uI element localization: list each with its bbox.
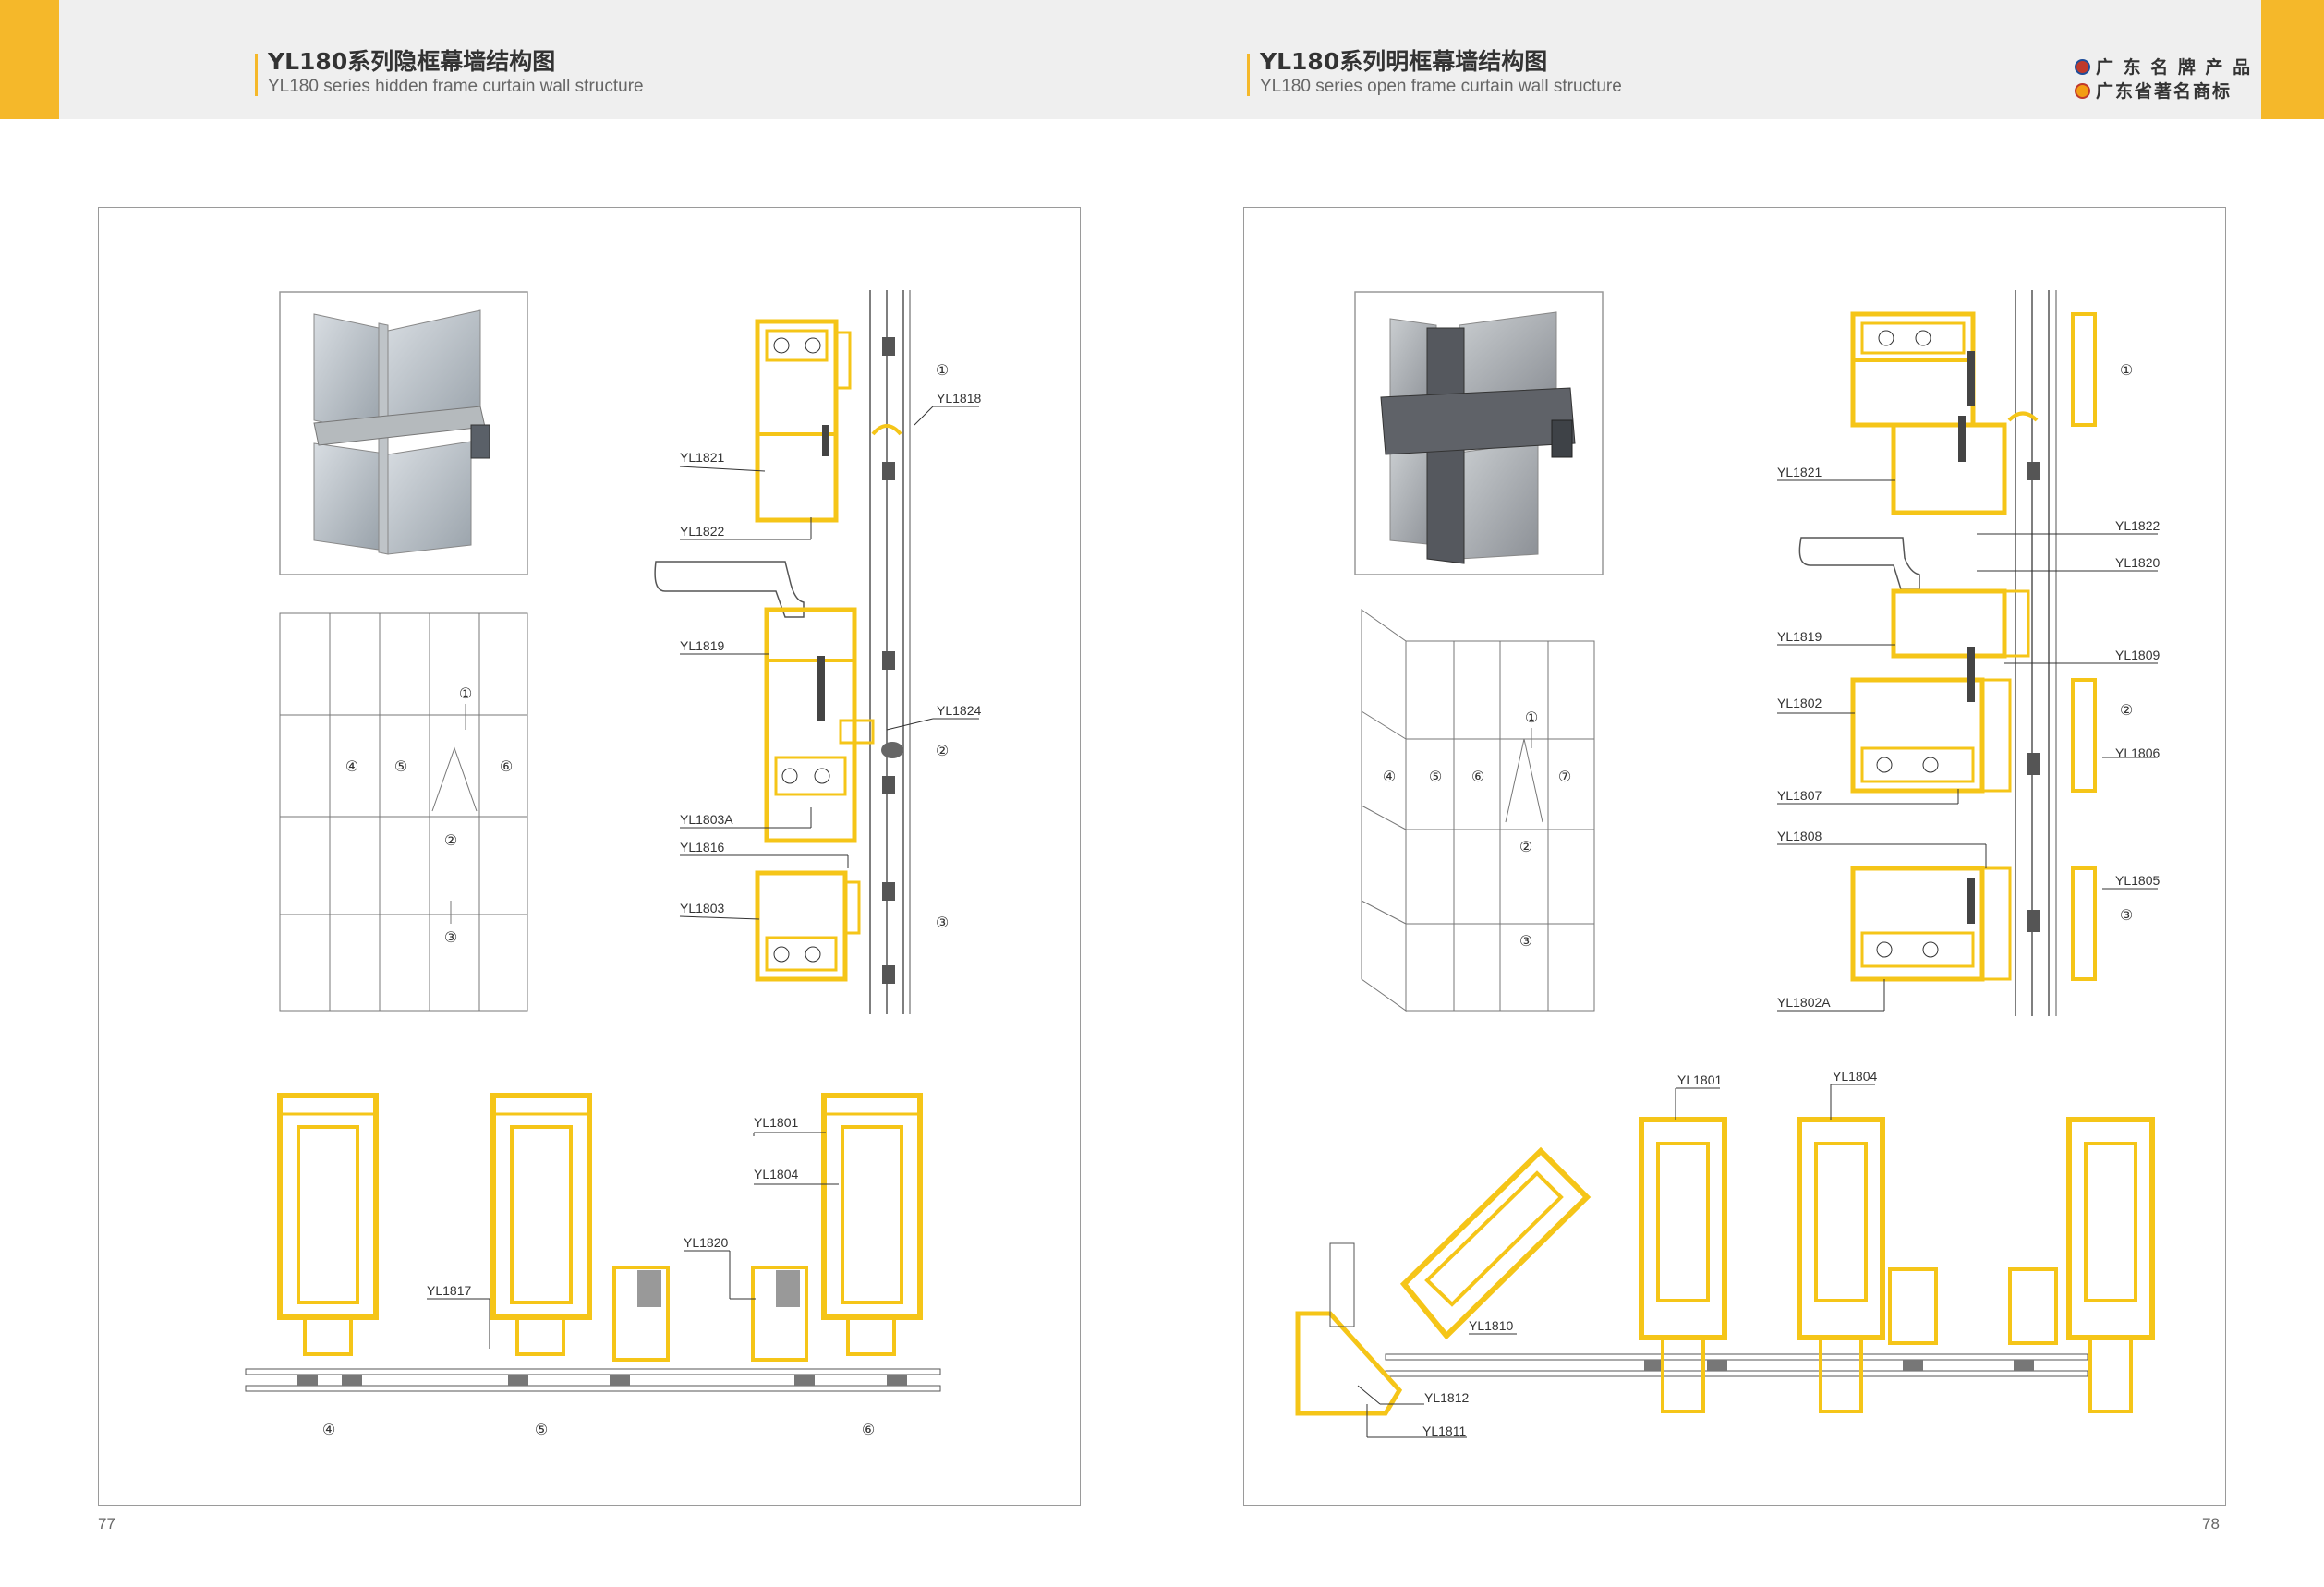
right-page-number: 78: [2202, 1515, 2220, 1532]
elev-mark-6: ⑥: [500, 757, 513, 775]
r-elev-mark-3: ③: [1519, 932, 1532, 950]
label-YL1820: YL1820: [684, 1235, 728, 1250]
brand-line-1: 广 东 名 牌 产 品: [2075, 54, 2252, 79]
right-elevation-marks: ① ④ ⑤ ⑥ ⑦ ② ③: [1383, 709, 1571, 950]
bottom-mark-6: ⑥: [862, 1421, 875, 1438]
right-bottom-labels: YL1801 YL1804 YL1810 YL1812 YL1811: [1422, 1069, 1877, 1438]
r-label-YL1808: YL1808: [1777, 829, 1822, 843]
r-elev-mark-7: ⑦: [1558, 768, 1571, 785]
left-3d-render: [279, 291, 528, 575]
brand-text-1: 广 东 名 牌 产 品: [2096, 57, 2253, 78]
r-elev-mark-2: ②: [1519, 838, 1532, 855]
left-section-labels: YL1818 YL1821 YL1822 YL1819 YL1824 YL180…: [680, 361, 981, 931]
right-title-zh: YL180系列明框幕墙结构图: [1260, 48, 1548, 75]
right-vertical-section: [1798, 290, 2097, 1016]
r-label-YL1821: YL1821: [1777, 465, 1822, 479]
right-title-block: YL180系列明框幕墙结构图 YL180 series open frame c…: [1260, 48, 1622, 98]
r-label-YL1802: YL1802: [1777, 696, 1822, 710]
r-label-YL1811: YL1811: [1422, 1423, 1466, 1438]
r-elev-mark-5: ⑤: [1429, 768, 1442, 785]
r-label-YL1805: YL1805: [2115, 873, 2160, 888]
right-horizontal-sections: [1295, 1117, 2155, 1416]
label-YL1816: YL1816: [680, 840, 724, 854]
r-label-YL1810: YL1810: [1469, 1318, 1513, 1333]
left-horizontal-sections: [245, 1093, 941, 1392]
right-section-labels: YL1821 YL1822 YL1820 YL1819 YL1809 YL180…: [1777, 361, 2160, 1010]
left-title-en: YL180 series hidden frame curtain wall s…: [268, 77, 644, 96]
bottom-mark-4: ④: [322, 1421, 335, 1438]
r-section-mark-1: ①: [2120, 361, 2133, 379]
left-elevation-grid: [279, 612, 528, 1012]
label-YL1822: YL1822: [680, 524, 724, 539]
elev-mark-5: ⑤: [394, 757, 407, 775]
r-elev-mark-1: ①: [1525, 709, 1538, 726]
left-bottom-labels: YL1801 YL1804 YL1820 YL1817 ④ ⑤ ⑥: [322, 1115, 875, 1438]
trademark-badge-icon: [2075, 83, 2090, 99]
r-label-YL1822: YL1822: [2115, 518, 2160, 533]
r-label-YL1804: YL1804: [1833, 1069, 1877, 1084]
r-label-YL1812: YL1812: [1424, 1390, 1469, 1405]
bottom-mark-5: ⑤: [535, 1421, 548, 1438]
brand-line-2: 广东省著名商标: [2075, 78, 2232, 103]
label-YL1817: YL1817: [427, 1283, 471, 1298]
label-YL1819: YL1819: [680, 638, 724, 653]
section-mark-3: ③: [936, 914, 949, 931]
r-label-YL1802A: YL1802A: [1777, 995, 1831, 1010]
right-accent-tab: [2261, 0, 2324, 119]
elev-mark-2: ②: [444, 831, 457, 849]
r-section-mark-3: ③: [2120, 906, 2133, 924]
left-section-leaders: [679, 406, 979, 920]
elev-mark-1: ①: [459, 684, 472, 702]
brand-text-2: 广东省著名商标: [2096, 81, 2233, 102]
label-YL1803A: YL1803A: [680, 812, 733, 827]
r-elev-mark-6: ⑥: [1471, 768, 1484, 785]
left-title-zh: YL180系列隐框幕墙结构图: [268, 48, 556, 75]
r-label-YL1807: YL1807: [1777, 788, 1822, 803]
left-title-block: YL180系列隐框幕墙结构图 YL180 series hidden frame…: [268, 48, 644, 98]
r-label-YL1806: YL1806: [2115, 745, 2160, 760]
r-label-YL1819: YL1819: [1777, 629, 1822, 644]
left-page-number: 77: [98, 1515, 115, 1532]
r-elev-mark-4: ④: [1383, 768, 1396, 785]
left-elevation-marks: ① ④ ⑤ ⑥ ② ③: [345, 684, 513, 946]
right-elevation-grid: [1361, 609, 1595, 1012]
left-bottom-leaders: [427, 1132, 839, 1349]
label-YL1803: YL1803: [680, 901, 724, 915]
right-title-marker: [1247, 54, 1250, 96]
section-mark-1: ①: [936, 361, 949, 379]
elev-mark-4: ④: [345, 757, 358, 775]
brand-badge-icon: [2075, 59, 2090, 75]
label-YL1821: YL1821: [680, 450, 724, 465]
left-title-marker: [255, 54, 258, 96]
right-title-en: YL180 series open frame curtain wall str…: [1260, 77, 1622, 96]
label-YL1818: YL1818: [937, 391, 981, 406]
label-YL1801: YL1801: [754, 1115, 798, 1130]
page-header: [0, 0, 2324, 119]
r-label-YL1820: YL1820: [2115, 555, 2160, 570]
r-section-mark-2: ②: [2120, 701, 2133, 719]
right-bottom-leaders: [1357, 1084, 1875, 1438]
right-3d-render: [1354, 291, 1604, 575]
label-YL1804: YL1804: [754, 1167, 798, 1181]
label-YL1824: YL1824: [937, 703, 981, 718]
left-vertical-section: [654, 290, 911, 1014]
right-section-leaders: [1777, 479, 2158, 1012]
section-mark-2: ②: [936, 742, 949, 759]
elev-mark-3: ③: [444, 928, 457, 946]
left-accent-tab: [0, 0, 59, 119]
r-label-YL1809: YL1809: [2115, 648, 2160, 662]
r-label-YL1801: YL1801: [1677, 1072, 1722, 1087]
